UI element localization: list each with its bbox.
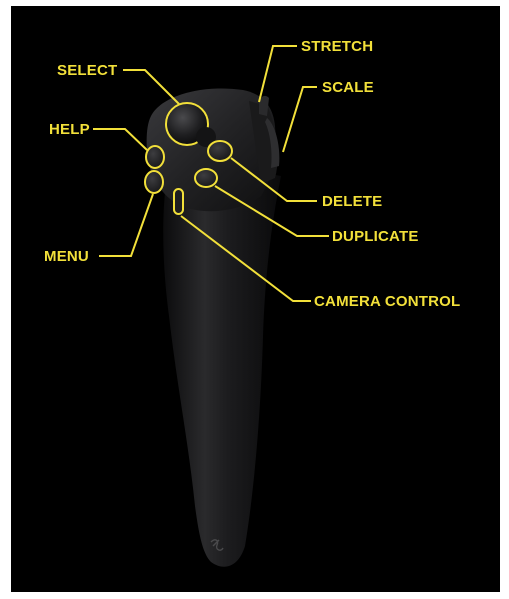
controller-handle — [163, 156, 281, 567]
help-label: HELP — [49, 122, 90, 137]
duplicate-label: DUPLICATE — [332, 229, 419, 244]
menu-label: MENU — [44, 249, 89, 264]
help-button — [146, 146, 164, 168]
camera-control-label: CAMERA CONTROL — [314, 294, 460, 309]
delete-label: DELETE — [322, 194, 382, 209]
menu-button — [145, 171, 163, 193]
delete-button — [208, 141, 232, 161]
stretch-label: STRETCH — [301, 39, 373, 54]
scale-label: SCALE — [322, 80, 374, 95]
diagram-canvas: SELECT STRETCH SCALE HELP DELETE DUPLICA… — [11, 6, 500, 592]
camera-control-button — [174, 189, 183, 214]
select-label: SELECT — [57, 63, 117, 78]
duplicate-button — [195, 169, 217, 187]
